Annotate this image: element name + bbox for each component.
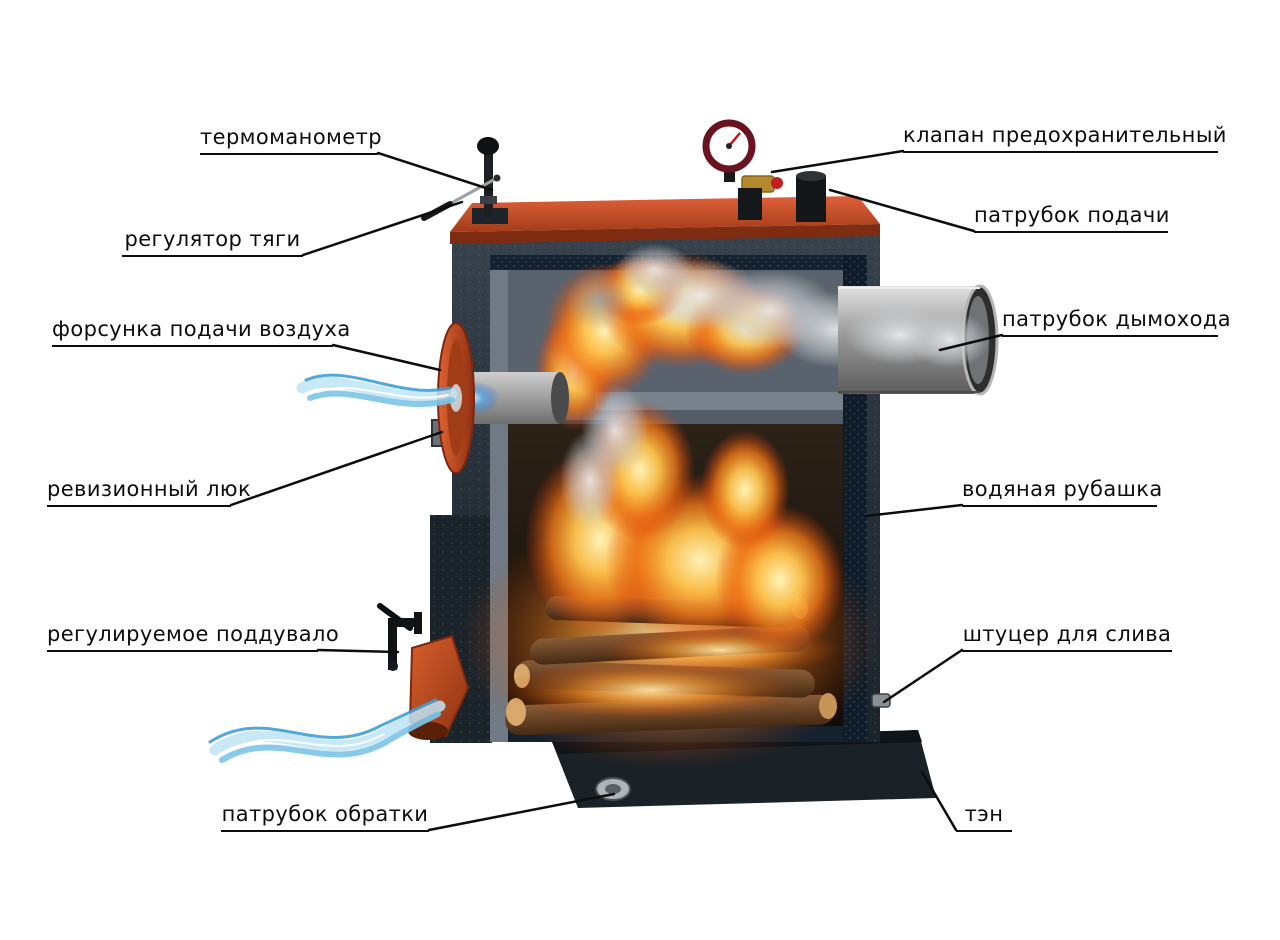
label-adjustable-blower: регулируемое поддувало xyxy=(47,621,339,652)
label-draft-regulator: регулятор тяги xyxy=(122,226,303,257)
label-thermomanometer: термоманометр xyxy=(200,124,382,155)
leader-supply-pipe xyxy=(828,188,976,233)
safety-valve-fitting xyxy=(738,175,783,220)
label-water-jacket: водяная рубашка xyxy=(962,476,1162,507)
blower-assembly xyxy=(208,603,470,763)
leader-drain-fitting xyxy=(882,648,964,704)
blower-handle xyxy=(377,603,422,671)
label-inspection-hatch: ревизионный люк xyxy=(47,476,251,507)
top-plate xyxy=(450,196,880,244)
pressure-gauge xyxy=(702,119,756,182)
label-return-pipe: патрубок обратки xyxy=(221,801,429,832)
label-supply-pipe: патрубок подачи xyxy=(974,202,1169,233)
air-streams-lower xyxy=(208,698,446,763)
firebox-fire xyxy=(460,384,880,770)
return-pipe-bore xyxy=(605,784,621,794)
leader-draft-regulator xyxy=(301,200,464,257)
label-heating-element: тэн xyxy=(956,801,1012,832)
leader-safety-valve xyxy=(770,149,905,174)
leader-air-nozzle xyxy=(331,343,442,372)
supply-pipe-stub xyxy=(796,171,826,222)
leader-return-pipe xyxy=(427,792,616,832)
drain-fitting-stub xyxy=(871,693,891,708)
leader-lines xyxy=(229,149,1004,832)
leader-water-jacket xyxy=(864,503,964,518)
leader-adjustable-blower xyxy=(316,648,400,654)
label-air-nozzle: форсунка подачи воздуха xyxy=(52,316,350,347)
air-streams-upper xyxy=(296,373,458,407)
air-nozzle-assembly xyxy=(296,322,569,474)
label-safety-valve: клапан предохранительный xyxy=(903,122,1226,153)
leader-thermomanometer xyxy=(376,151,494,192)
label-drain-fitting: штуцер для слива xyxy=(962,621,1172,652)
leader-heating-element xyxy=(920,770,958,832)
leader-inspection-hatch xyxy=(229,430,444,507)
label-chimney-pipe: патрубок дымохода xyxy=(1002,306,1231,337)
leader-chimney-pipe xyxy=(938,333,1004,352)
chimney-pipe xyxy=(838,284,999,396)
